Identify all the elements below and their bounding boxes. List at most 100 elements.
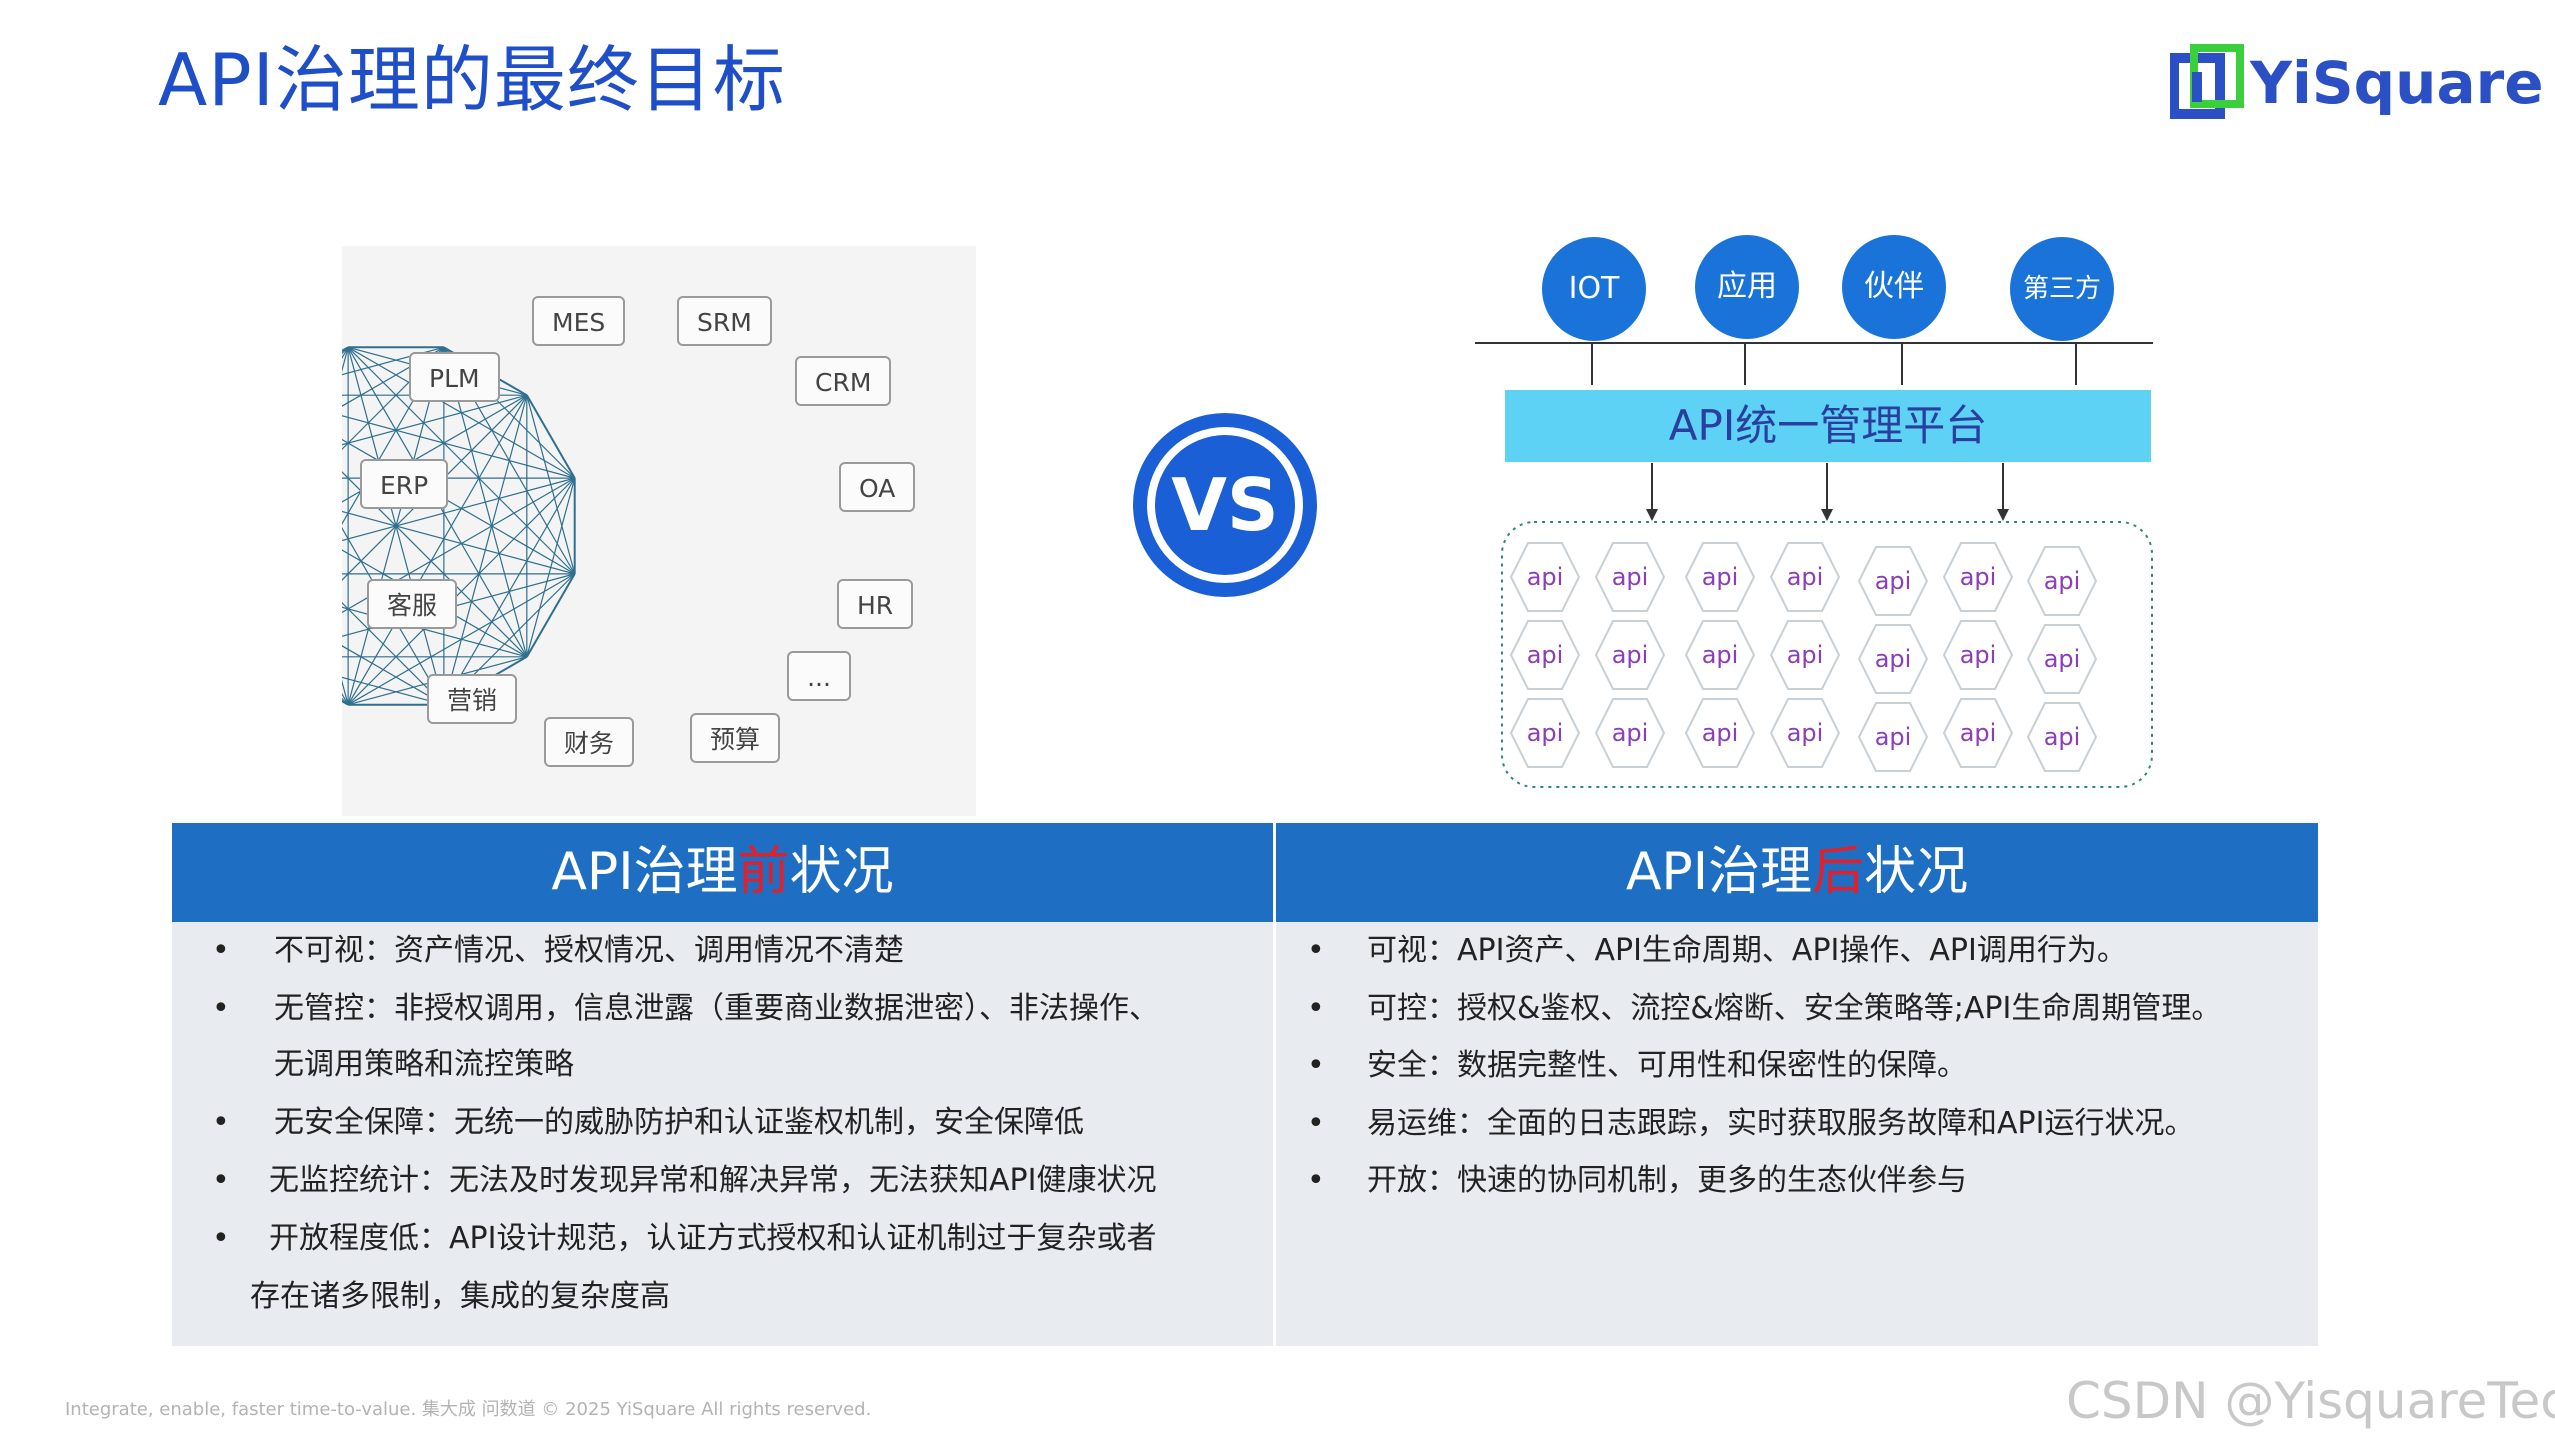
api-hexagon xyxy=(1594,620,1666,690)
system-box-finance: 财务 xyxy=(544,717,635,767)
bullet-marker: • xyxy=(1307,1163,1325,1198)
api-label: api xyxy=(1960,563,1997,591)
api-label: api xyxy=(1875,645,1912,673)
api-label: api xyxy=(1960,719,1997,747)
api-label: api xyxy=(1612,563,1649,591)
api-hexagon xyxy=(1684,542,1756,612)
consumer-iot: IOT xyxy=(1542,237,1646,341)
connection-line xyxy=(342,601,445,706)
api-label: api xyxy=(1875,567,1912,595)
connection-line xyxy=(342,700,349,706)
connection-line xyxy=(342,549,528,658)
api-hexagon xyxy=(1857,624,1929,694)
connection-line xyxy=(342,346,445,407)
api-hexagon xyxy=(2026,702,2098,772)
api-hexagon xyxy=(1509,698,1581,768)
system-box-customer-service: 客服 xyxy=(367,579,458,629)
connection-line xyxy=(525,573,576,658)
logo-text: YiSquare xyxy=(2250,49,2544,117)
api-label: api xyxy=(1527,719,1564,747)
api-hexagon xyxy=(1769,620,1841,690)
api-hexagon xyxy=(2026,624,2098,694)
page-title: API治理的最终目标 xyxy=(158,38,786,122)
api-hexagon xyxy=(1942,698,2014,768)
connection-line xyxy=(342,394,527,446)
before-item-unmonitored: 无监控统计：无法及时发现异常和解决异常，无法获知API健康状况 xyxy=(269,1163,1157,1198)
point-to-point-mesh-diagram: MES SRM CRM OA HR ... 预算 财务 营销 客服 ERP PL… xyxy=(342,246,976,816)
api-label: api xyxy=(2044,723,2081,751)
api-label: api xyxy=(1527,563,1564,591)
system-box-mes: MES xyxy=(532,296,626,346)
system-box-marketing: 营销 xyxy=(427,674,518,724)
before-item-low-openness: 开放程度低：API设计规范，认证方式授权和认证机制过于复杂或者 xyxy=(269,1221,1157,1256)
connection-line xyxy=(342,527,445,705)
api-label: api xyxy=(1960,641,1997,669)
architecture-lines: api api api api api api api api api api api api api a… xyxy=(1475,342,2153,788)
system-box-budget: 预算 xyxy=(690,713,781,763)
api-hexagon xyxy=(1857,702,1929,772)
column-divider xyxy=(1273,823,1276,1346)
api-hexagon xyxy=(1769,698,1841,768)
system-box-plm: PLM xyxy=(409,352,500,402)
comparison-table: API治理前状况 API治理后状况 • 不可视：资产情况、授权情况、调用情况不清… xyxy=(172,823,2318,1346)
api-hexagon xyxy=(1769,542,1841,612)
table-header: API治理前状况 API治理后状况 xyxy=(172,823,2318,922)
after-item-controllable: 可控：授权&鉴权、流控&熔断、安全策略等;API生命周期管理。 xyxy=(1367,991,2222,1026)
yisquare-logo: YiSquare xyxy=(2169,44,2544,124)
api-hexagon xyxy=(2026,546,2098,616)
api-hexagon xyxy=(1942,542,2014,612)
connection-line xyxy=(342,477,575,614)
system-box-more: ... xyxy=(787,651,851,701)
api-hexagon xyxy=(1594,542,1666,612)
connection-line xyxy=(342,676,445,706)
system-box-hr: HR xyxy=(837,579,914,629)
system-box-erp: ERP xyxy=(360,459,449,509)
api-label: api xyxy=(1702,719,1739,747)
api-label: api xyxy=(2044,567,2081,595)
connection-line xyxy=(347,394,528,705)
after-item-secure: 安全：数据完整性、可用性和保密性的保障。 xyxy=(1367,1048,1967,1083)
connection-line xyxy=(342,645,445,706)
connection-line xyxy=(342,346,445,451)
consumer-third-party: 第三方 xyxy=(2010,237,2114,341)
bullet-marker: • xyxy=(212,1105,230,1140)
consumer-application: 应用 xyxy=(1695,235,1799,339)
api-label: api xyxy=(1527,641,1564,669)
api-label: api xyxy=(2044,645,2081,673)
vs-label: VS xyxy=(1171,463,1279,547)
before-item-low-openness-cont: 存在诸多限制，集成的复杂度高 xyxy=(250,1279,670,1314)
before-item-uncontrolled: 无管控：非授权调用，信息泄露（重要商业数据泄密）、非法操作、 xyxy=(274,991,1159,1026)
bullet-marker: • xyxy=(1307,1106,1325,1141)
api-hexagon xyxy=(1594,698,1666,768)
api-label: api xyxy=(1612,641,1649,669)
after-item-visible: 可视：API资产、API生命周期、API操作、API调用行为。 xyxy=(1367,933,2127,968)
api-gateway-architecture-diagram: api api api api api api api api api api api api api a… xyxy=(1470,225,2160,795)
logo-mark-icon xyxy=(2169,44,2244,119)
vs-badge: VS xyxy=(1130,410,1320,600)
before-item-uncontrolled-cont: 无调用策略和流控策略 xyxy=(274,1047,574,1082)
before-item-invisible: 不可视：资产情况、授权情况、调用情况不清楚 xyxy=(274,933,904,968)
header-before-governance: API治理前状况 xyxy=(551,842,894,902)
api-hexagon xyxy=(1509,620,1581,690)
api-hexagon xyxy=(1684,620,1756,690)
api-label: api xyxy=(1702,563,1739,591)
system-box-srm: SRM xyxy=(677,296,772,346)
api-hexagon xyxy=(1942,620,2014,690)
system-box-oa: OA xyxy=(839,462,916,512)
consumer-partner: 伙伴 xyxy=(1842,235,1946,339)
header-after-governance: API治理后状况 xyxy=(1625,842,1969,902)
api-label: api xyxy=(1787,641,1824,669)
bullet-marker: • xyxy=(1307,1048,1325,1083)
bullet-marker: • xyxy=(212,1163,230,1198)
api-hexagon xyxy=(1684,698,1756,768)
after-item-open: 开放：快速的协同机制，更多的生态伙伴参与 xyxy=(1367,1163,1967,1198)
api-label: api xyxy=(1702,641,1739,669)
api-hexagon xyxy=(1509,542,1581,612)
api-label: api xyxy=(1612,719,1649,747)
table-body: • 不可视：资产情况、授权情况、调用情况不清楚 • 无管控：非授权调用，信息泄露… xyxy=(172,922,2318,1346)
bullet-marker: • xyxy=(212,933,230,968)
connection-line xyxy=(525,394,576,479)
system-box-crm: CRM xyxy=(795,356,892,406)
connection-line xyxy=(342,346,349,352)
api-management-platform: API统一管理平台 xyxy=(1505,390,2151,462)
